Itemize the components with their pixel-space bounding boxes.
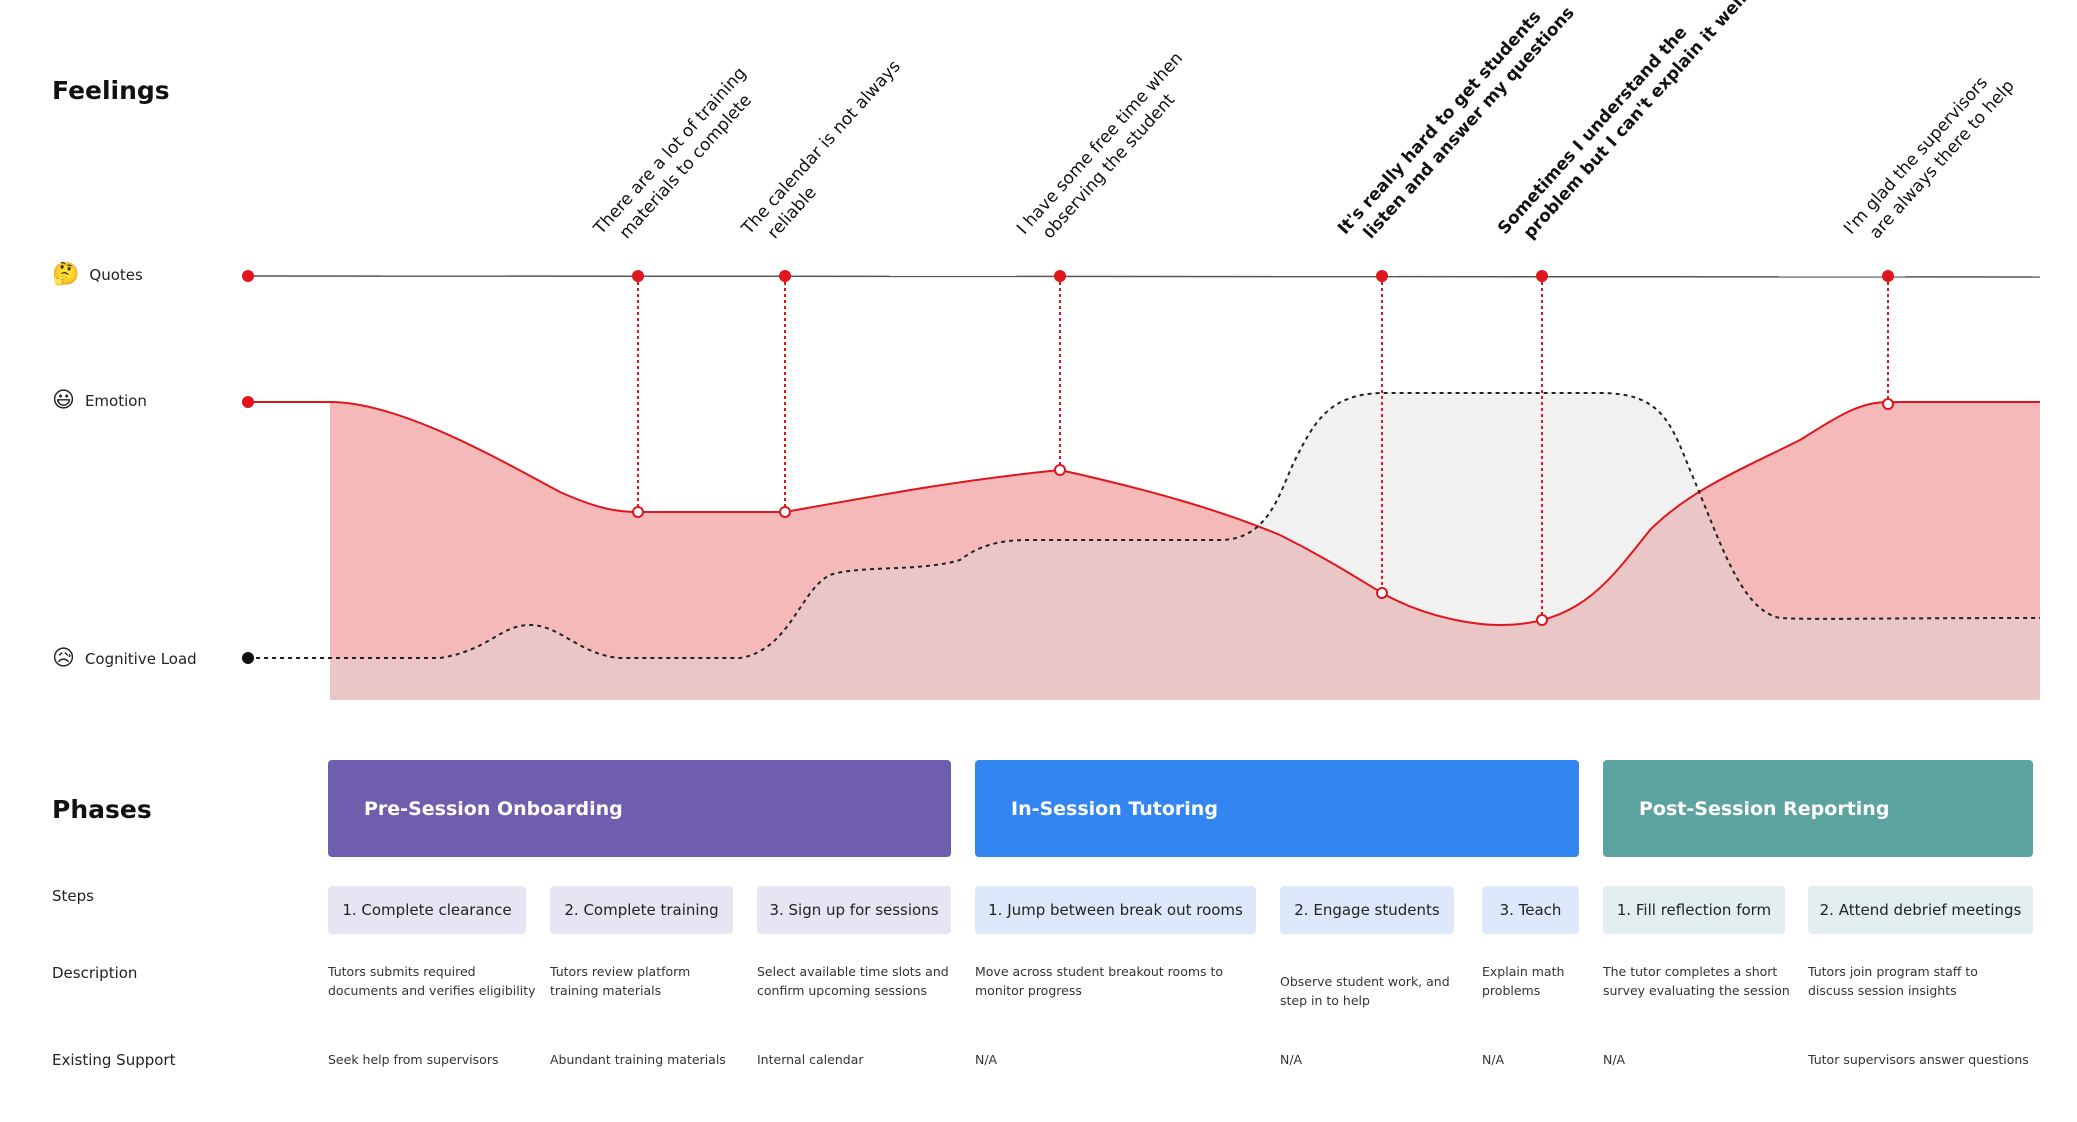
quote-point — [1536, 270, 1548, 282]
emotion-point — [1054, 464, 1066, 476]
phase-pre-session[interactable]: Pre-Session Onboarding — [328, 760, 951, 857]
step-support: Tutor supervisors answer questions — [1808, 1052, 2029, 1067]
emotion-point — [779, 506, 791, 518]
cognitive-load-label: Cognitive Load — [84, 650, 197, 668]
emotion-point — [1882, 398, 1894, 410]
anxious-face-icon: 😥 — [52, 646, 75, 671]
emotion-point — [632, 506, 644, 518]
cognitive-load-line — [248, 392, 2041, 659]
emotion-row-dot — [242, 396, 254, 408]
cognitive-row-label: 😥 Cognitive Load — [52, 648, 197, 670]
quote-point — [1376, 270, 1388, 282]
support-row-label: Existing Support — [52, 1051, 176, 1069]
cognitive-row-dot — [242, 652, 254, 664]
emotion-line — [329, 401, 2040, 627]
step-sign-up[interactable]: 3. Sign up for sessions — [757, 886, 951, 934]
quote-point — [779, 270, 791, 282]
quotes-line — [247, 275, 2041, 278]
step-jump-rooms[interactable]: 1. Jump between break out rooms — [975, 886, 1256, 934]
phases-title: Phases — [52, 795, 152, 824]
quotes-row-dot — [242, 270, 254, 282]
step-complete-training[interactable]: 2. Complete training — [550, 886, 733, 934]
step-engage-students[interactable]: 2. Engage students — [1280, 886, 1454, 934]
steps-row-label: Steps — [52, 887, 94, 905]
quote-point — [1882, 270, 1894, 282]
step-support: N/A — [1603, 1052, 1626, 1067]
emotion-label: Emotion — [84, 392, 147, 410]
step-support: N/A — [975, 1052, 998, 1067]
phase-post-session[interactable]: Post-Session Reporting — [1603, 760, 2033, 857]
step-support: Internal calendar — [757, 1052, 864, 1067]
feelings-title: Feelings — [52, 76, 170, 105]
emotion-point — [1376, 587, 1388, 599]
quote-point — [632, 270, 644, 282]
quotes-row-label: 🤔 Quotes — [52, 264, 143, 286]
step-support: N/A — [1482, 1052, 1505, 1067]
quote-point — [1054, 270, 1066, 282]
step-support: Seek help from supervisors — [328, 1052, 499, 1067]
quotes-label: Quotes — [89, 266, 143, 284]
emotion-point — [1536, 614, 1548, 626]
phase-in-session[interactable]: In-Session Tutoring — [975, 760, 1579, 857]
step-teach[interactable]: 3. Teach — [1482, 886, 1579, 934]
step-fill-reflection[interactable]: 1. Fill reflection form — [1603, 886, 1785, 934]
description-row-label: Description — [52, 964, 138, 982]
smiling-face-icon: 😃 — [52, 388, 75, 413]
step-support: N/A — [1280, 1052, 1303, 1067]
thinking-face-icon: 🤔 — [52, 262, 80, 287]
step-attend-debrief[interactable]: 2. Attend debrief meetings — [1808, 886, 2033, 934]
step-support: Abundant training materials — [550, 1052, 726, 1067]
step-complete-clearance[interactable]: 1. Complete clearance — [328, 886, 526, 934]
emotion-row-label: 😃 Emotion — [52, 390, 147, 412]
